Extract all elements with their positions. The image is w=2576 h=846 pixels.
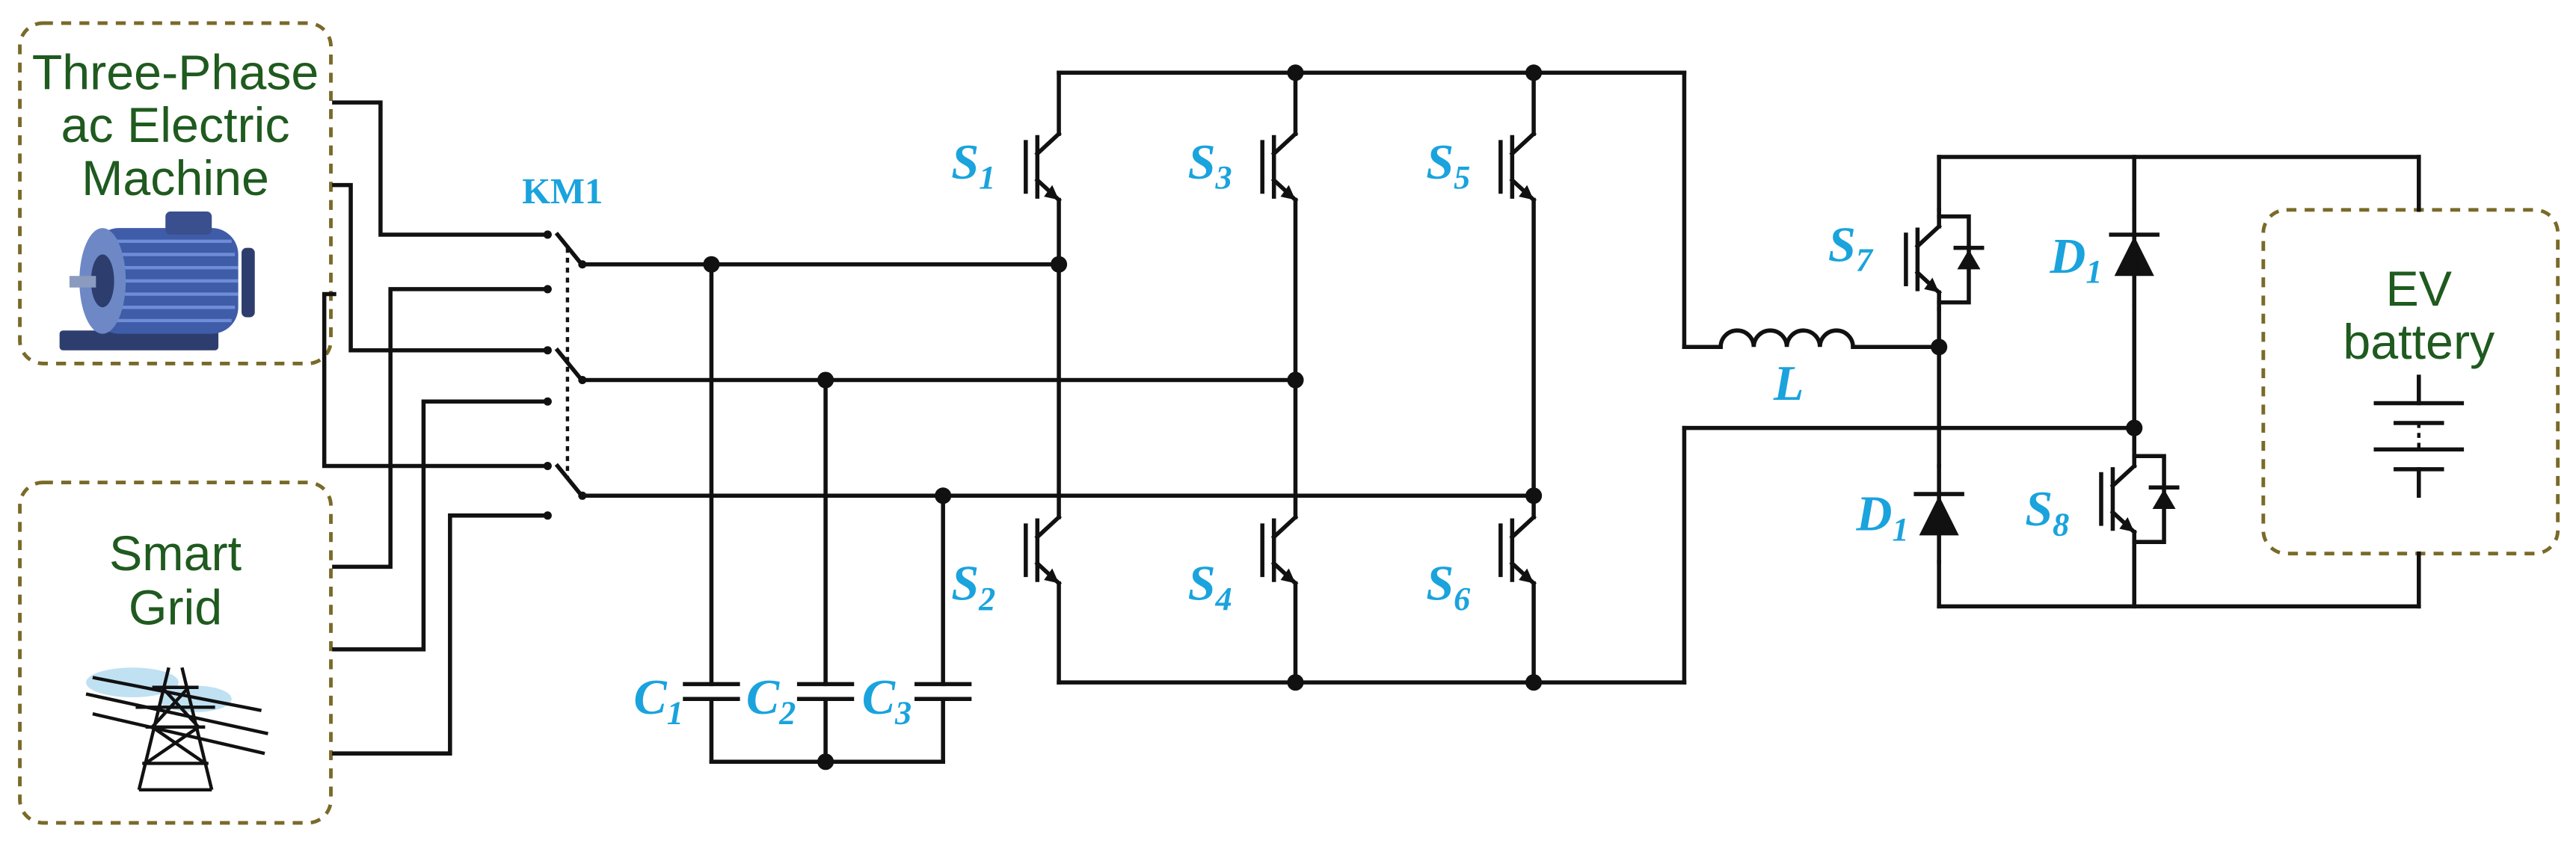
label-d1-upper: D1: [2049, 229, 2102, 290]
igbt-s1: [1026, 134, 1059, 200]
label-inductor: L: [1773, 356, 1804, 411]
grid-label-line-1: Smart: [109, 526, 242, 581]
machine-label-line-1: Three-Phase: [32, 45, 319, 100]
label-s7: S7: [1828, 217, 1874, 278]
grid-block: [18, 481, 333, 825]
junction-dots: [703, 64, 2143, 771]
diode-lower-left: [1913, 463, 1964, 564]
electric-motor-icon: [59, 212, 255, 351]
label-s1: S1: [951, 135, 995, 196]
label-s4: S4: [1188, 557, 1232, 617]
km1-switch: [543, 230, 587, 520]
transmission-tower-icon: [85, 667, 268, 792]
label-s5: S5: [1426, 135, 1470, 196]
battery-label-line-1: EV: [2386, 262, 2453, 317]
igbt-s5: [1501, 134, 1534, 200]
igbt-s2: [1026, 517, 1059, 583]
battery-label-line-2: battery: [2343, 315, 2495, 370]
grid-label-line-2: Grid: [129, 581, 222, 636]
label-s6: S6: [1426, 557, 1471, 617]
machine-label-line-3: Machine: [82, 151, 269, 206]
igbt-s8: [2101, 449, 2177, 549]
label-s2: S2: [951, 557, 995, 617]
label-c3: C3: [862, 670, 912, 731]
igbt-s3: [1262, 134, 1295, 200]
battery-icon: [2373, 374, 2465, 498]
label-c1: C1: [633, 670, 683, 731]
machine-block: [18, 21, 333, 365]
igbt-s6: [1501, 517, 1534, 583]
inductor-l: [1718, 328, 1855, 350]
machine-label-line-2: ac Electric: [61, 98, 289, 153]
igbt-s7: [1906, 210, 1982, 309]
label-c2: C2: [746, 670, 796, 731]
label-d1-lower: D1: [1856, 487, 1909, 548]
km1-label: KM1: [522, 171, 603, 212]
capacitor-c1: [683, 682, 740, 701]
diode-upper-right: [2109, 208, 2160, 308]
capacitor-c3: [914, 682, 972, 701]
label-s8: S8: [2025, 482, 2069, 543]
capacitor-c2: [796, 682, 855, 701]
label-s3: S3: [1188, 135, 1232, 196]
igbt-s4: [1262, 517, 1295, 583]
